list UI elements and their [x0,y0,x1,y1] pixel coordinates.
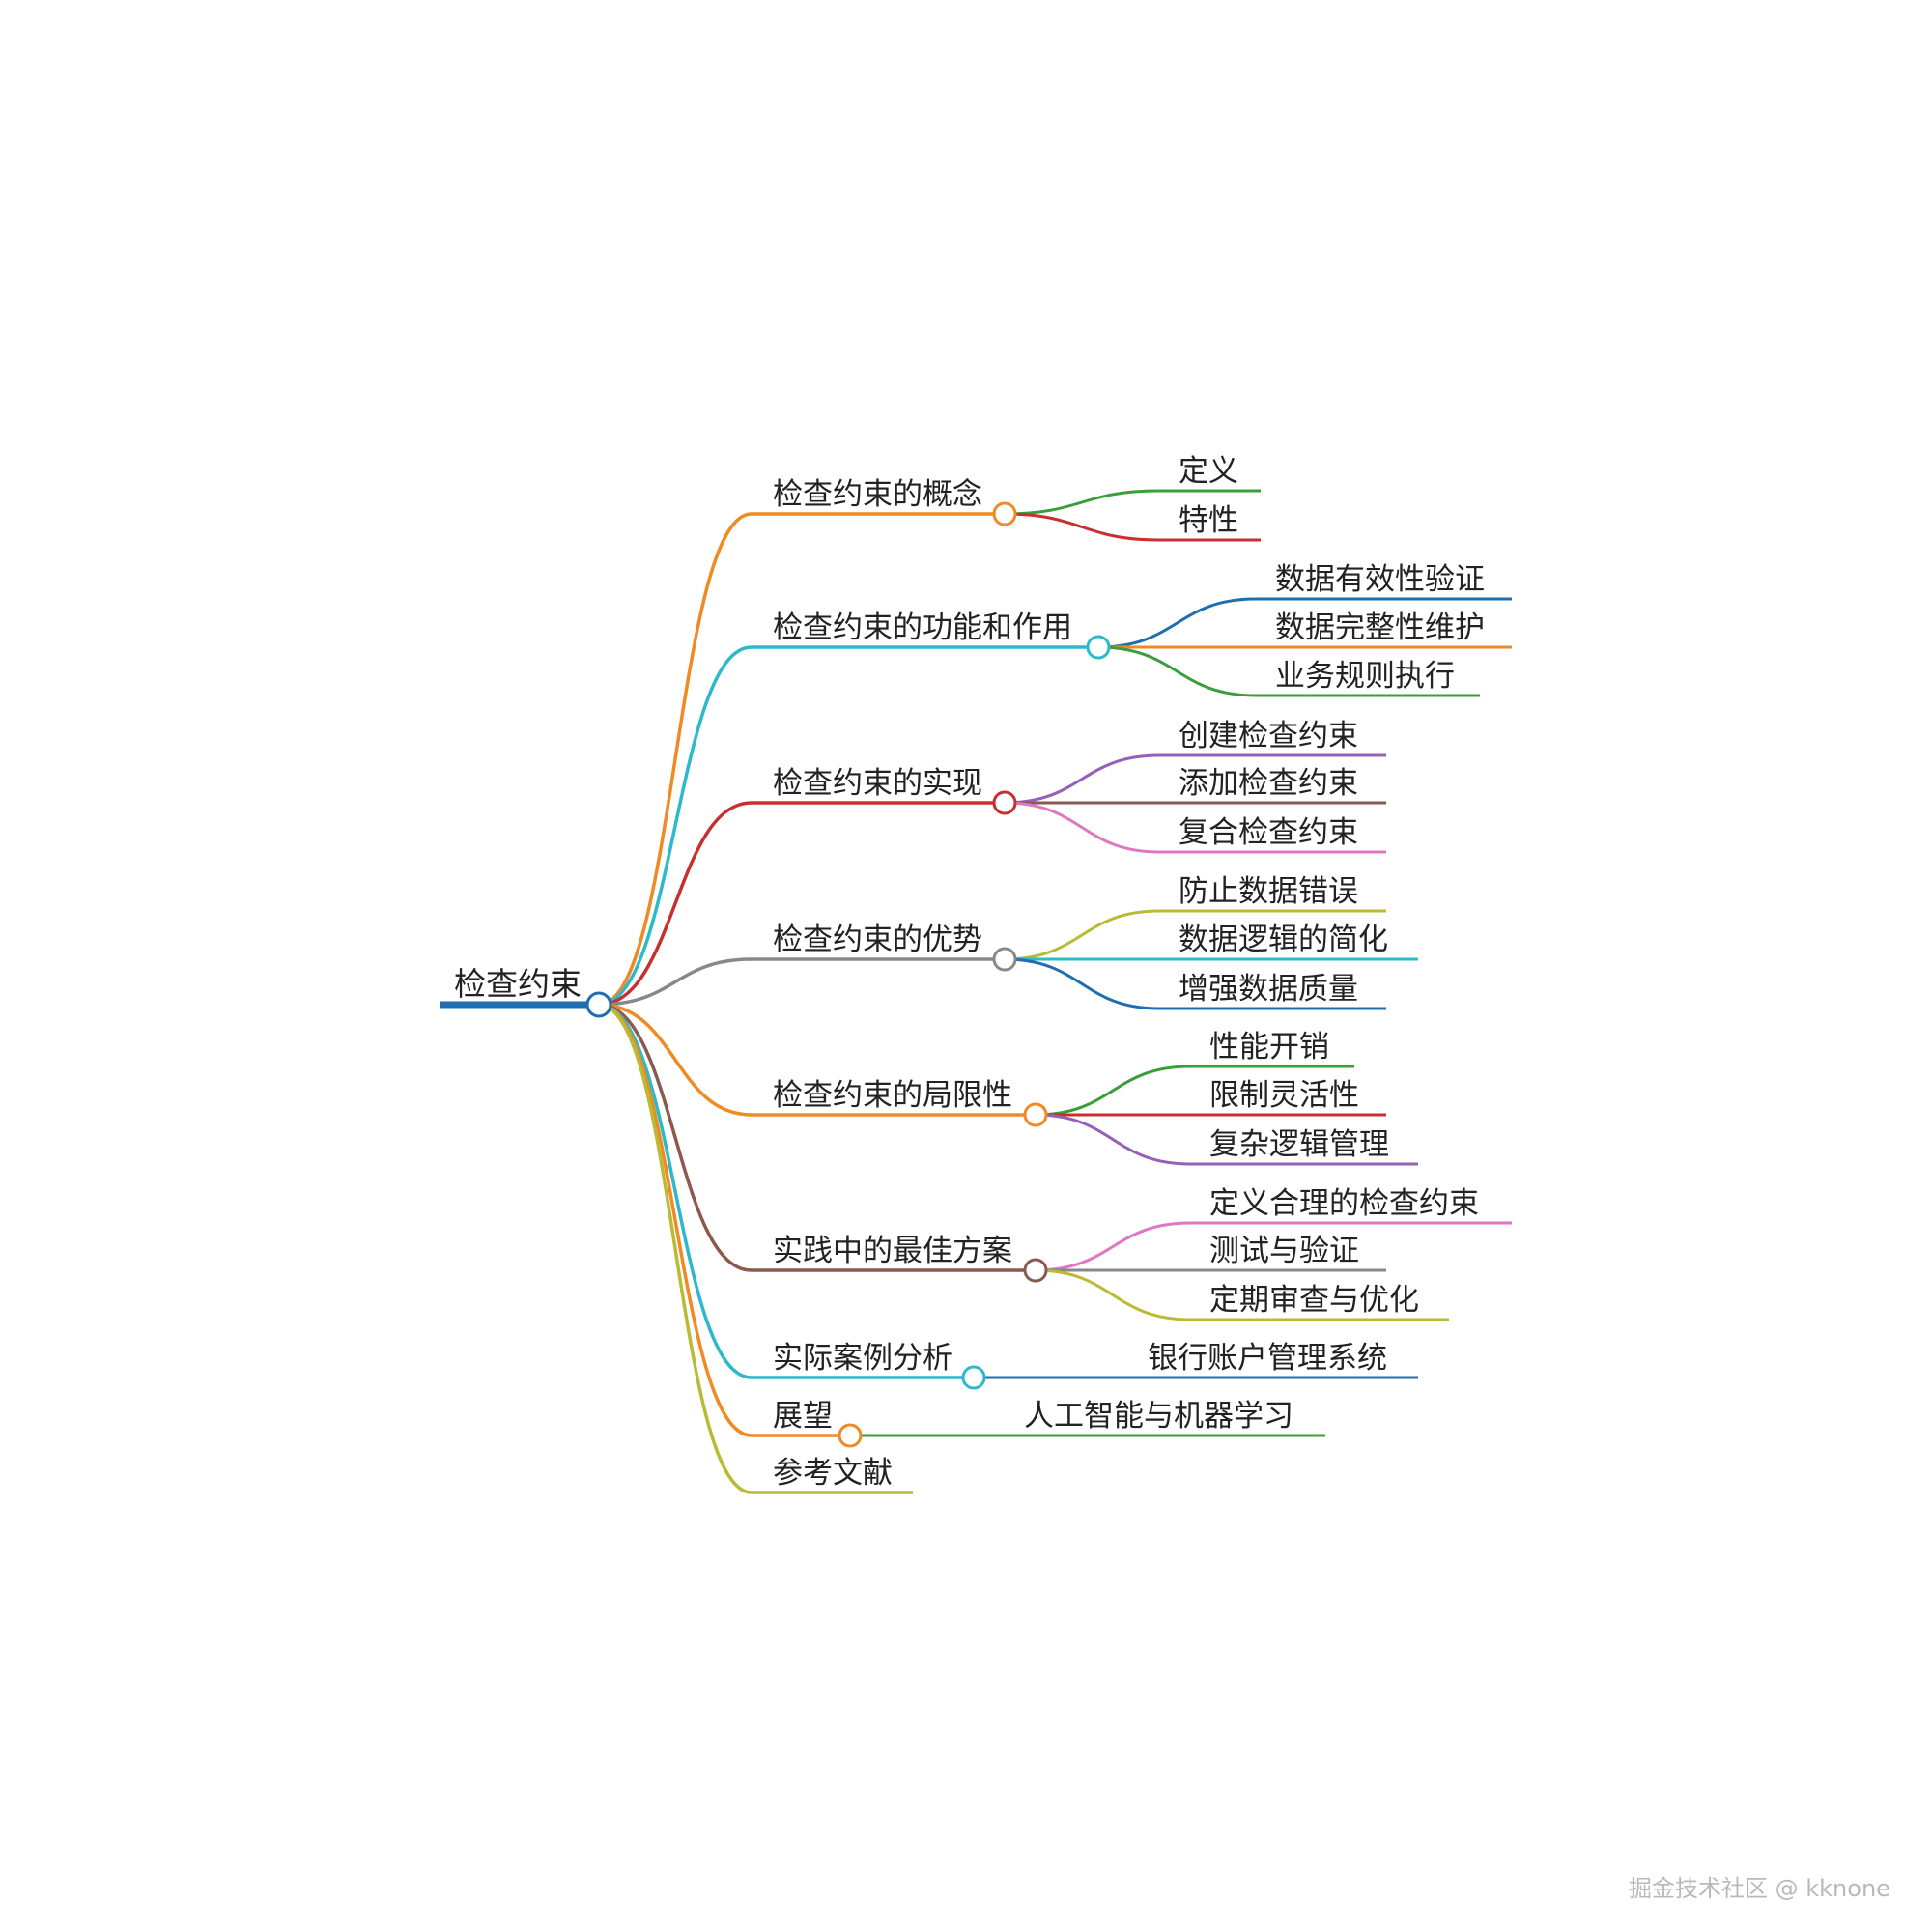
branch-node-label: 检查约束的概念 [773,477,982,512]
leaf-node-label: 定义 [1179,454,1238,489]
leaf-connector [1097,597,1257,649]
branch-node-label: 检查约束的实现 [773,766,982,801]
branch-connector [598,1003,753,1117]
leaf-connector [1035,1221,1191,1272]
leaf-node-label: 创建检查约束 [1179,719,1358,753]
leaf-connector [1004,909,1160,961]
leaf-connector [1035,1065,1191,1117]
branch-collapse-toggle[interactable] [992,947,1017,972]
leaf-connector [1035,1113,1191,1166]
leaf-node-label: 性能开销 [1209,1030,1329,1065]
branch-node-label: 展望 [773,1399,833,1434]
leaf-node-label: 定期审查与优化 [1209,1283,1419,1318]
leaf-node-label: 限制灵活性 [1209,1078,1359,1113]
leaf-connector [1004,957,1160,1010]
branch-node-label: 检查约束的局限性 [773,1078,1012,1113]
leaf-connector [1097,645,1257,697]
edges-layer [598,489,1257,1494]
branch-collapse-toggle[interactable] [838,1423,863,1448]
leaf-node-label: 业务规则执行 [1275,659,1455,694]
leaf-node-label: 复合检查约束 [1179,815,1358,850]
leaf-node-label: 数据逻辑的简化 [1179,923,1388,957]
branch-node-label: 实际案例分析 [773,1341,952,1376]
branch-connector [598,1003,753,1494]
watermark: 掘金技术社区 @ kknone [1629,1875,1890,1902]
leaf-node-label: 复杂逻辑管理 [1209,1127,1389,1162]
branch-node-label: 参考文献 [773,1456,893,1491]
leaf-node-label: 银行账户管理系统 [1148,1341,1387,1376]
leaf-connector [1004,753,1160,805]
leaf-node-label: 特性 [1179,503,1238,538]
leaf-node-label: 人工智能与机器学习 [1024,1399,1293,1434]
leaf-connector [1004,489,1160,516]
leaf-node-label: 测试与验证 [1209,1234,1359,1268]
branch-collapse-toggle[interactable] [1086,635,1111,660]
branch-node-label: 实践中的最佳方案 [773,1234,1012,1268]
root-collapse-toggle[interactable] [585,991,612,1018]
branch-connector [598,645,753,1007]
leaf-node-label: 增强数据质量 [1179,972,1358,1007]
root-node-label: 检查约束 [454,965,582,1003]
leaf-node-label: 数据完整性维护 [1275,611,1485,645]
branch-connector [598,957,753,1007]
leaf-connector [1035,1268,1191,1321]
branch-collapse-toggle[interactable] [1023,1102,1048,1127]
branch-connector [598,512,753,1007]
leaf-connector [1004,512,1160,542]
leaf-node-label: 数据有效性验证 [1275,562,1485,597]
branch-collapse-toggle[interactable] [961,1365,986,1390]
branch-connector [598,801,753,1007]
branch-connector [598,1003,753,1272]
nodes-layer [585,501,1111,1448]
leaf-node-label: 定义合理的检查约束 [1209,1186,1479,1221]
branch-collapse-toggle[interactable] [992,790,1017,815]
underlines-layer [440,489,1512,1494]
branch-node-label: 检查约束的优势 [773,923,982,957]
branch-node-label: 检查约束的功能和作用 [773,611,1072,645]
leaf-node-label: 防止数据错误 [1179,874,1358,909]
leaf-node-label: 添加检查约束 [1179,766,1358,801]
branch-collapse-toggle[interactable] [992,501,1017,526]
leaf-connector [1004,801,1160,854]
branch-connector [598,1003,753,1437]
branch-collapse-toggle[interactable] [1023,1258,1048,1283]
